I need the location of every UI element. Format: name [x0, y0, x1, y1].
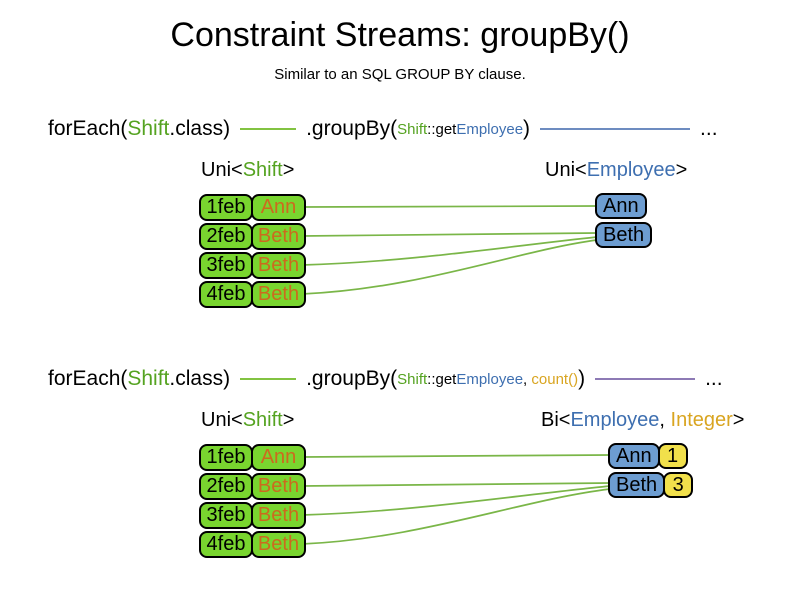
code2-arg-shift: Shift	[397, 370, 428, 388]
shift-date-cell: 3feb	[199, 252, 253, 279]
s2-line-1feb-ann	[301, 454, 611, 458]
employee-group-box: Beth	[608, 472, 666, 498]
shift-date-cell: 4feb	[199, 281, 253, 308]
code2-arg-employee: Employee	[456, 370, 524, 388]
employee-group-box: Ann	[595, 193, 647, 219]
code1-arg-getter: ::get	[427, 120, 457, 138]
shift-employee-cell: Beth	[251, 281, 306, 308]
shift-employee-cell: Ann	[251, 194, 306, 221]
shift-employee-cell: Beth	[251, 502, 306, 529]
table-row: 2feb Beth	[199, 473, 306, 500]
count-box: 3	[663, 472, 694, 498]
employee-group-box: Beth	[595, 222, 653, 248]
s1-left-label-suffix: >	[282, 159, 295, 181]
s2-right-label-prefix: Bi<	[541, 409, 571, 431]
s2-line-4feb-beth	[301, 488, 611, 545]
table-row: 3feb Beth	[199, 502, 306, 529]
code2-arg-count: count()	[531, 370, 579, 388]
s1-right-type-label: Uni<Employee>	[545, 159, 687, 182]
s2-right-label-suffix: >	[732, 409, 745, 431]
shift-date-cell: 3feb	[199, 502, 253, 529]
code2-stream-line	[240, 378, 297, 380]
code-line-1: forEach(Shift.class) .groupBy(Shift::get…	[48, 114, 718, 144]
shift-employee-cell: Beth	[251, 531, 306, 558]
code1-arg-shift: Shift	[397, 120, 428, 138]
s1-left-label-type: Shift	[242, 159, 283, 181]
code2-close-paren: )	[578, 367, 586, 390]
code1-stream-line	[240, 128, 297, 130]
s2-line-3feb-beth	[301, 485, 611, 516]
code-line-2: forEach(Shift.class) .groupBy(Shift::get…	[48, 364, 723, 394]
s1-right-label-prefix: Uni<	[545, 159, 587, 181]
slide-subtitle: Similar to an SQL GROUP BY clause.	[274, 66, 526, 83]
code2-groupby: .groupBy(	[306, 367, 398, 390]
code2-ellipsis: ...	[705, 367, 723, 390]
s1-right-label-type: Employee	[586, 159, 676, 181]
code2-arg-getter: ::get	[427, 370, 457, 388]
s1-group-column: Ann Beth	[595, 193, 653, 248]
s1-right-label-suffix: >	[675, 159, 688, 181]
code1-foreach: forEach(	[48, 117, 128, 140]
table-row: 4feb Beth	[199, 531, 306, 558]
s2-left-label-prefix: Uni<	[201, 409, 243, 431]
s2-right-label-comma: ,	[659, 409, 671, 431]
s1-line-1feb-ann	[301, 205, 598, 208]
code2-shift-class: Shift	[127, 367, 170, 390]
code1-shift-class: Shift	[127, 117, 170, 140]
shift-date-cell: 2feb	[199, 223, 253, 250]
slide-title: Constraint Streams: groupBy()	[170, 16, 630, 54]
s2-right-label-type2: Integer	[670, 409, 733, 431]
code2-foreach: forEach(	[48, 367, 128, 390]
table-row: 3feb Beth	[199, 252, 306, 279]
table-row: 4feb Beth	[199, 281, 306, 308]
code1-close-paren: )	[523, 117, 531, 140]
table-row: 1feb Ann	[199, 444, 306, 471]
shift-employee-cell: Beth	[251, 223, 306, 250]
code1-result-line	[540, 128, 691, 130]
code1-arg-employee: Employee	[456, 120, 524, 138]
s1-line-4feb-beth	[301, 239, 598, 295]
s1-left-label-prefix: Uni<	[201, 159, 243, 181]
s1-shift-table: 1feb Ann 2feb Beth 3feb Beth 4feb Beth	[199, 194, 306, 308]
shift-employee-cell: Ann	[251, 444, 306, 471]
shift-date-cell: 1feb	[199, 444, 253, 471]
group-count-pair: Ann 1	[608, 443, 688, 469]
s1-line-3feb-beth	[301, 236, 598, 266]
group-count-pair: Beth 3	[608, 472, 694, 498]
code2-result-line	[595, 378, 696, 380]
shift-employee-cell: Beth	[251, 252, 306, 279]
shift-date-cell: 4feb	[199, 531, 253, 558]
s1-left-type-label: Uni<Shift>	[201, 159, 294, 182]
table-row: 1feb Ann	[199, 194, 306, 221]
s2-right-label-type1: Employee	[570, 409, 660, 431]
code1-ellipsis: ...	[700, 117, 718, 140]
s2-left-label-type: Shift	[242, 409, 283, 431]
employee-group-box: Ann	[608, 443, 660, 469]
s2-shift-table: 1feb Ann 2feb Beth 3feb Beth 4feb Beth	[199, 444, 306, 558]
s2-line-2feb-beth	[301, 482, 611, 487]
code1-groupby: .groupBy(	[306, 117, 398, 140]
code1-class-close: .class)	[169, 117, 231, 140]
shift-employee-cell: Beth	[251, 473, 306, 500]
code2-class-close: .class)	[169, 367, 231, 390]
table-row: 2feb Beth	[199, 223, 306, 250]
shift-date-cell: 1feb	[199, 194, 253, 221]
code2-arg-comma: ,	[523, 370, 532, 388]
s2-right-type-label: Bi<Employee, Integer>	[541, 409, 744, 432]
shift-date-cell: 2feb	[199, 473, 253, 500]
count-box: 1	[657, 443, 688, 469]
s2-group-column: Ann 1 Beth 3	[608, 443, 694, 498]
s2-left-type-label: Uni<Shift>	[201, 409, 294, 432]
s1-line-2feb-beth	[301, 232, 598, 237]
s2-left-label-suffix: >	[282, 409, 295, 431]
